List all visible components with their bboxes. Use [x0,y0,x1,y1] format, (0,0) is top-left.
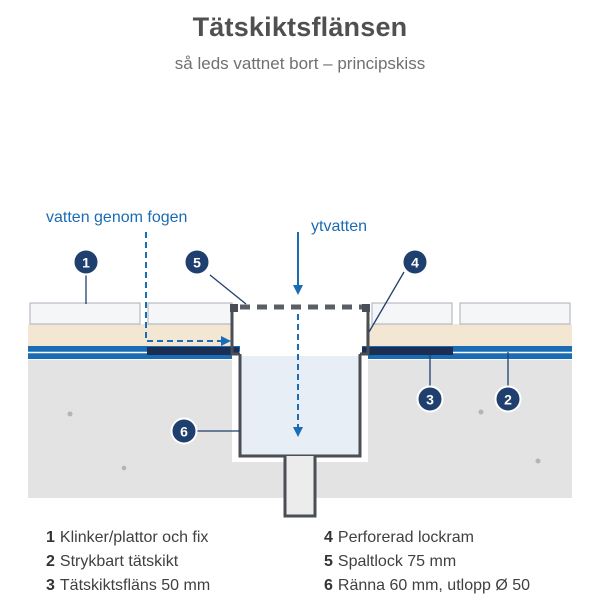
legend-number: 3 [46,577,55,594]
leader-line-4 [368,271,405,333]
legend-number: 1 [46,529,55,546]
tile [459,302,571,325]
tile [29,302,141,325]
aggregate-dot [478,409,484,415]
svg-text:6: 6 [180,424,188,440]
svg-text:1: 1 [82,255,90,271]
legend-text: Ränna 60 mm, utlopp Ø 50 [337,577,531,594]
joint-water-arrow [145,232,231,346]
annotation-surface-water: ytvatten [311,218,367,235]
membrane-flange-left [147,347,239,355]
tile [147,302,233,325]
drain-outlet-pipe [283,456,317,518]
annotation-water-joint: vatten genom fogen [46,209,187,226]
aggregate-dot [67,411,73,417]
frame-top-left [230,304,238,312]
page-subtitle: så leds vattnet bort – principskiss [174,54,426,73]
callout-2: 2 [494,385,522,413]
legend-number: 4 [324,529,333,546]
water-in-channel [240,356,360,455]
callout-6: 6 [170,417,198,445]
frame-top-right [362,304,370,312]
svg-text:3: 3 [426,392,434,408]
perforated-lock-frame-left [230,306,240,356]
legend-number: 2 [46,553,55,570]
svg-text:5: 5 [193,255,201,271]
aggregate-dot [535,458,541,464]
leader-line-5 [209,274,247,305]
callout-1: 1 [72,248,100,276]
aggregate-dot [121,465,127,471]
perforated-lock-frame-right [360,306,370,356]
svg-text:2: 2 [504,392,512,408]
fix-layer-right [366,324,572,346]
legend-number: 6 [324,577,333,594]
callout-3: 3 [416,385,444,413]
legend-number: 5 [324,553,333,570]
membrane-flange-right [362,347,453,355]
legend-text: Klinker/plattor och fix [59,529,209,546]
callout-4: 4 [401,248,429,276]
legend-text: Tätskiktsfläns 50 mm [59,577,211,594]
svg-text:4: 4 [411,255,419,271]
tile [371,302,453,325]
legend-text: Strykbart tätskikt [59,553,179,570]
legend-text: Spaltlock 75 mm [337,553,457,570]
callout-5: 5 [183,248,211,276]
legend-text: Perforerad lockram [337,529,474,546]
page-title: Tätskiktsflänsen [192,12,408,42]
fix-layer-left [28,324,232,346]
